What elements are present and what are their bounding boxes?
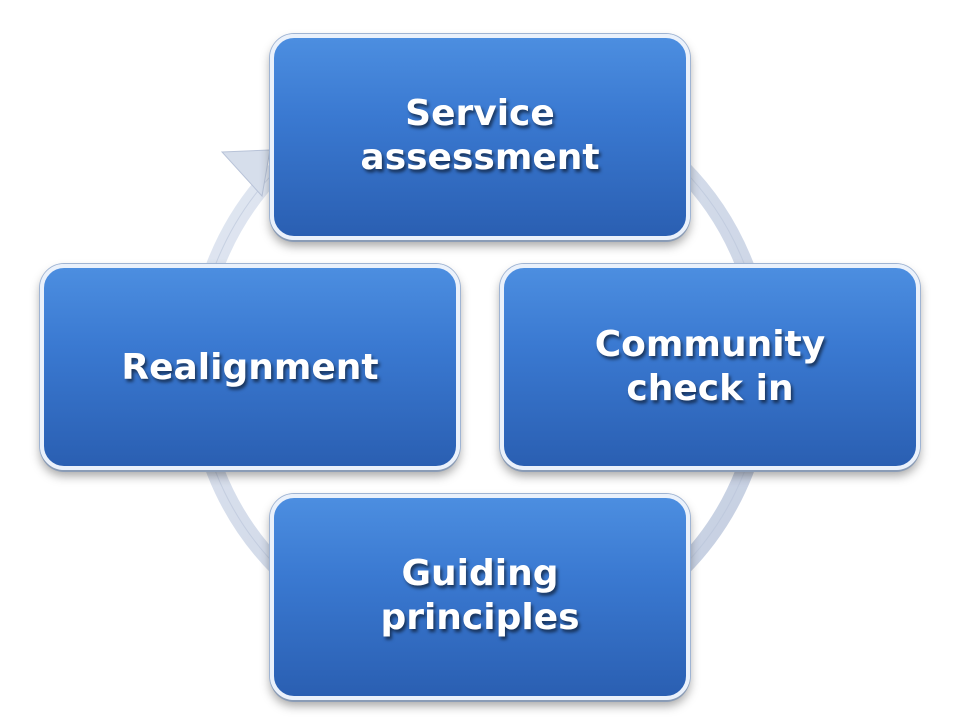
node-community-check-in-label: Community check in xyxy=(594,324,826,409)
node-service-assessment: Service assessment xyxy=(270,34,690,240)
node-guiding-principles: Guiding principles xyxy=(270,494,690,700)
node-community-check-in: Community check in xyxy=(500,264,920,470)
node-realignment-label: Realignment xyxy=(121,347,379,388)
cycle-arrowhead xyxy=(220,149,271,198)
node-guiding-principles-label: Guiding principles xyxy=(380,553,580,638)
node-service-assessment-label: Service assessment xyxy=(360,93,600,178)
node-realignment: Realignment xyxy=(40,264,460,470)
